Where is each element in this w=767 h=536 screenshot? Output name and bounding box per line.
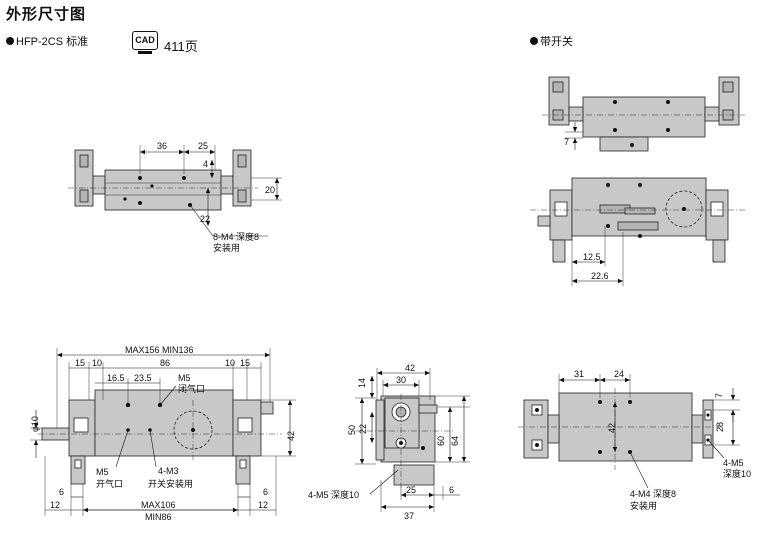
bottom-dim-7: 7 <box>714 393 724 398</box>
switch-mount-label: 开关安装用 <box>148 478 193 489</box>
side-view: 42 30 50 14 22 60 64 25 6 37 <box>308 363 470 521</box>
dim-max106: MAX106 <box>141 500 176 510</box>
side-dim-64: 64 <box>450 436 460 446</box>
switch-front-view: 12.5 22.6 <box>530 177 745 286</box>
front-view: MAX156 MIN136 15 10 86 10 15 16.5 23.5 M… <box>30 345 296 522</box>
dim-86: 86 <box>160 358 170 368</box>
cad-page-reference[interactable]: 411页 <box>164 39 198 54</box>
dim-42-height: 42 <box>286 431 296 441</box>
dim-12-right: 12 <box>258 500 268 510</box>
side-dim-22: 22 <box>358 424 368 434</box>
dim-15-left: 15 <box>75 358 85 368</box>
switch-variant-label: 带开关 <box>530 33 573 49</box>
dim-4: 4 <box>203 159 208 169</box>
m4-mounting-callout: 8-M4 深度8 <box>213 231 259 242</box>
switch-dim-12-5: 12.5 <box>583 252 601 262</box>
gripper-body <box>104 169 222 211</box>
side-dim-60: 60 <box>436 436 446 446</box>
side-dim-14: 14 <box>357 378 367 388</box>
bottom-m5-depth: 深度10 <box>723 468 751 479</box>
switch-dim-7: 7 <box>564 137 569 147</box>
dim-36: 36 <box>157 141 167 151</box>
cad-icon[interactable]: CAD <box>132 31 158 54</box>
switch-variant-text: 带开关 <box>540 36 573 48</box>
dim-22: 22 <box>200 214 210 224</box>
cad-icon-text: CAD <box>132 31 158 50</box>
bottom-m5-callout: 4-M5 <box>723 458 744 468</box>
bottom-dim-28: 28 <box>715 422 725 432</box>
standard-model-text: HFP-2CS 标准 <box>16 36 89 48</box>
dim-20: 20 <box>265 185 275 195</box>
mounting-use-label: 安装用 <box>213 242 240 253</box>
side-dim-37: 37 <box>404 511 414 521</box>
dim-23-5: 23.5 <box>134 373 152 383</box>
open-port-label: 开气口 <box>96 478 123 489</box>
dim-10-right: 10 <box>225 358 235 368</box>
standard-model-label: HFP-2CS 标准 <box>6 33 88 49</box>
dim-6-left: 6 <box>59 487 64 497</box>
drawing-title: 外形尺寸图 <box>6 6 87 23</box>
cad-icon-stand <box>138 51 152 54</box>
dim-10-left: 10 <box>92 358 102 368</box>
dim-min86: MIN86 <box>145 512 172 522</box>
top-view: 36 25 4 20 22 8-M4 深度8 安装用 <box>68 141 282 253</box>
close-port-label: 闭气口 <box>178 383 205 394</box>
side-dim-6: 6 <box>449 485 454 495</box>
m5-close-port-size: M5 <box>178 373 191 383</box>
dim-16-5: 16.5 <box>107 373 125 383</box>
m5-open-port-size: M5 <box>96 467 109 477</box>
dim-phi10: φ10 <box>30 416 40 432</box>
bottom-dim-24: 24 <box>614 369 624 379</box>
switch-body-top <box>582 96 706 138</box>
switch-top-view: 7 <box>542 76 745 152</box>
side-dim-30: 30 <box>396 375 406 385</box>
side-dim-50: 50 <box>347 425 357 435</box>
bullet-icon <box>530 37 538 45</box>
dim-12-left: 12 <box>50 500 60 510</box>
side-dim-25: 25 <box>406 485 416 495</box>
dim-max156-min136: MAX156 MIN136 <box>125 345 194 355</box>
dim-25: 25 <box>198 141 208 151</box>
bottom-view: 31 24 42 7 28 4-M5 深度10 4-M4 深度8 安装用 <box>518 369 751 511</box>
gripper-body-front <box>94 389 234 457</box>
side-dim-42: 42 <box>405 363 415 373</box>
dim-6-right: 6 <box>263 487 268 497</box>
dim-15-right: 15 <box>240 358 250 368</box>
m3-switch-mount-callout: 4-M3 <box>158 466 179 476</box>
switch-dim-22-6: 22.6 <box>591 271 609 281</box>
bottom-dim-31: 31 <box>574 369 584 379</box>
bullet-icon <box>6 37 14 45</box>
bottom-m4-callout: 4-M4 深度8 <box>630 488 676 499</box>
m5-depth10-callout: 4-M5 深度10 <box>308 489 359 500</box>
bottom-dim-42: 42 <box>607 423 617 433</box>
bottom-mounting-use: 安装用 <box>630 500 657 511</box>
